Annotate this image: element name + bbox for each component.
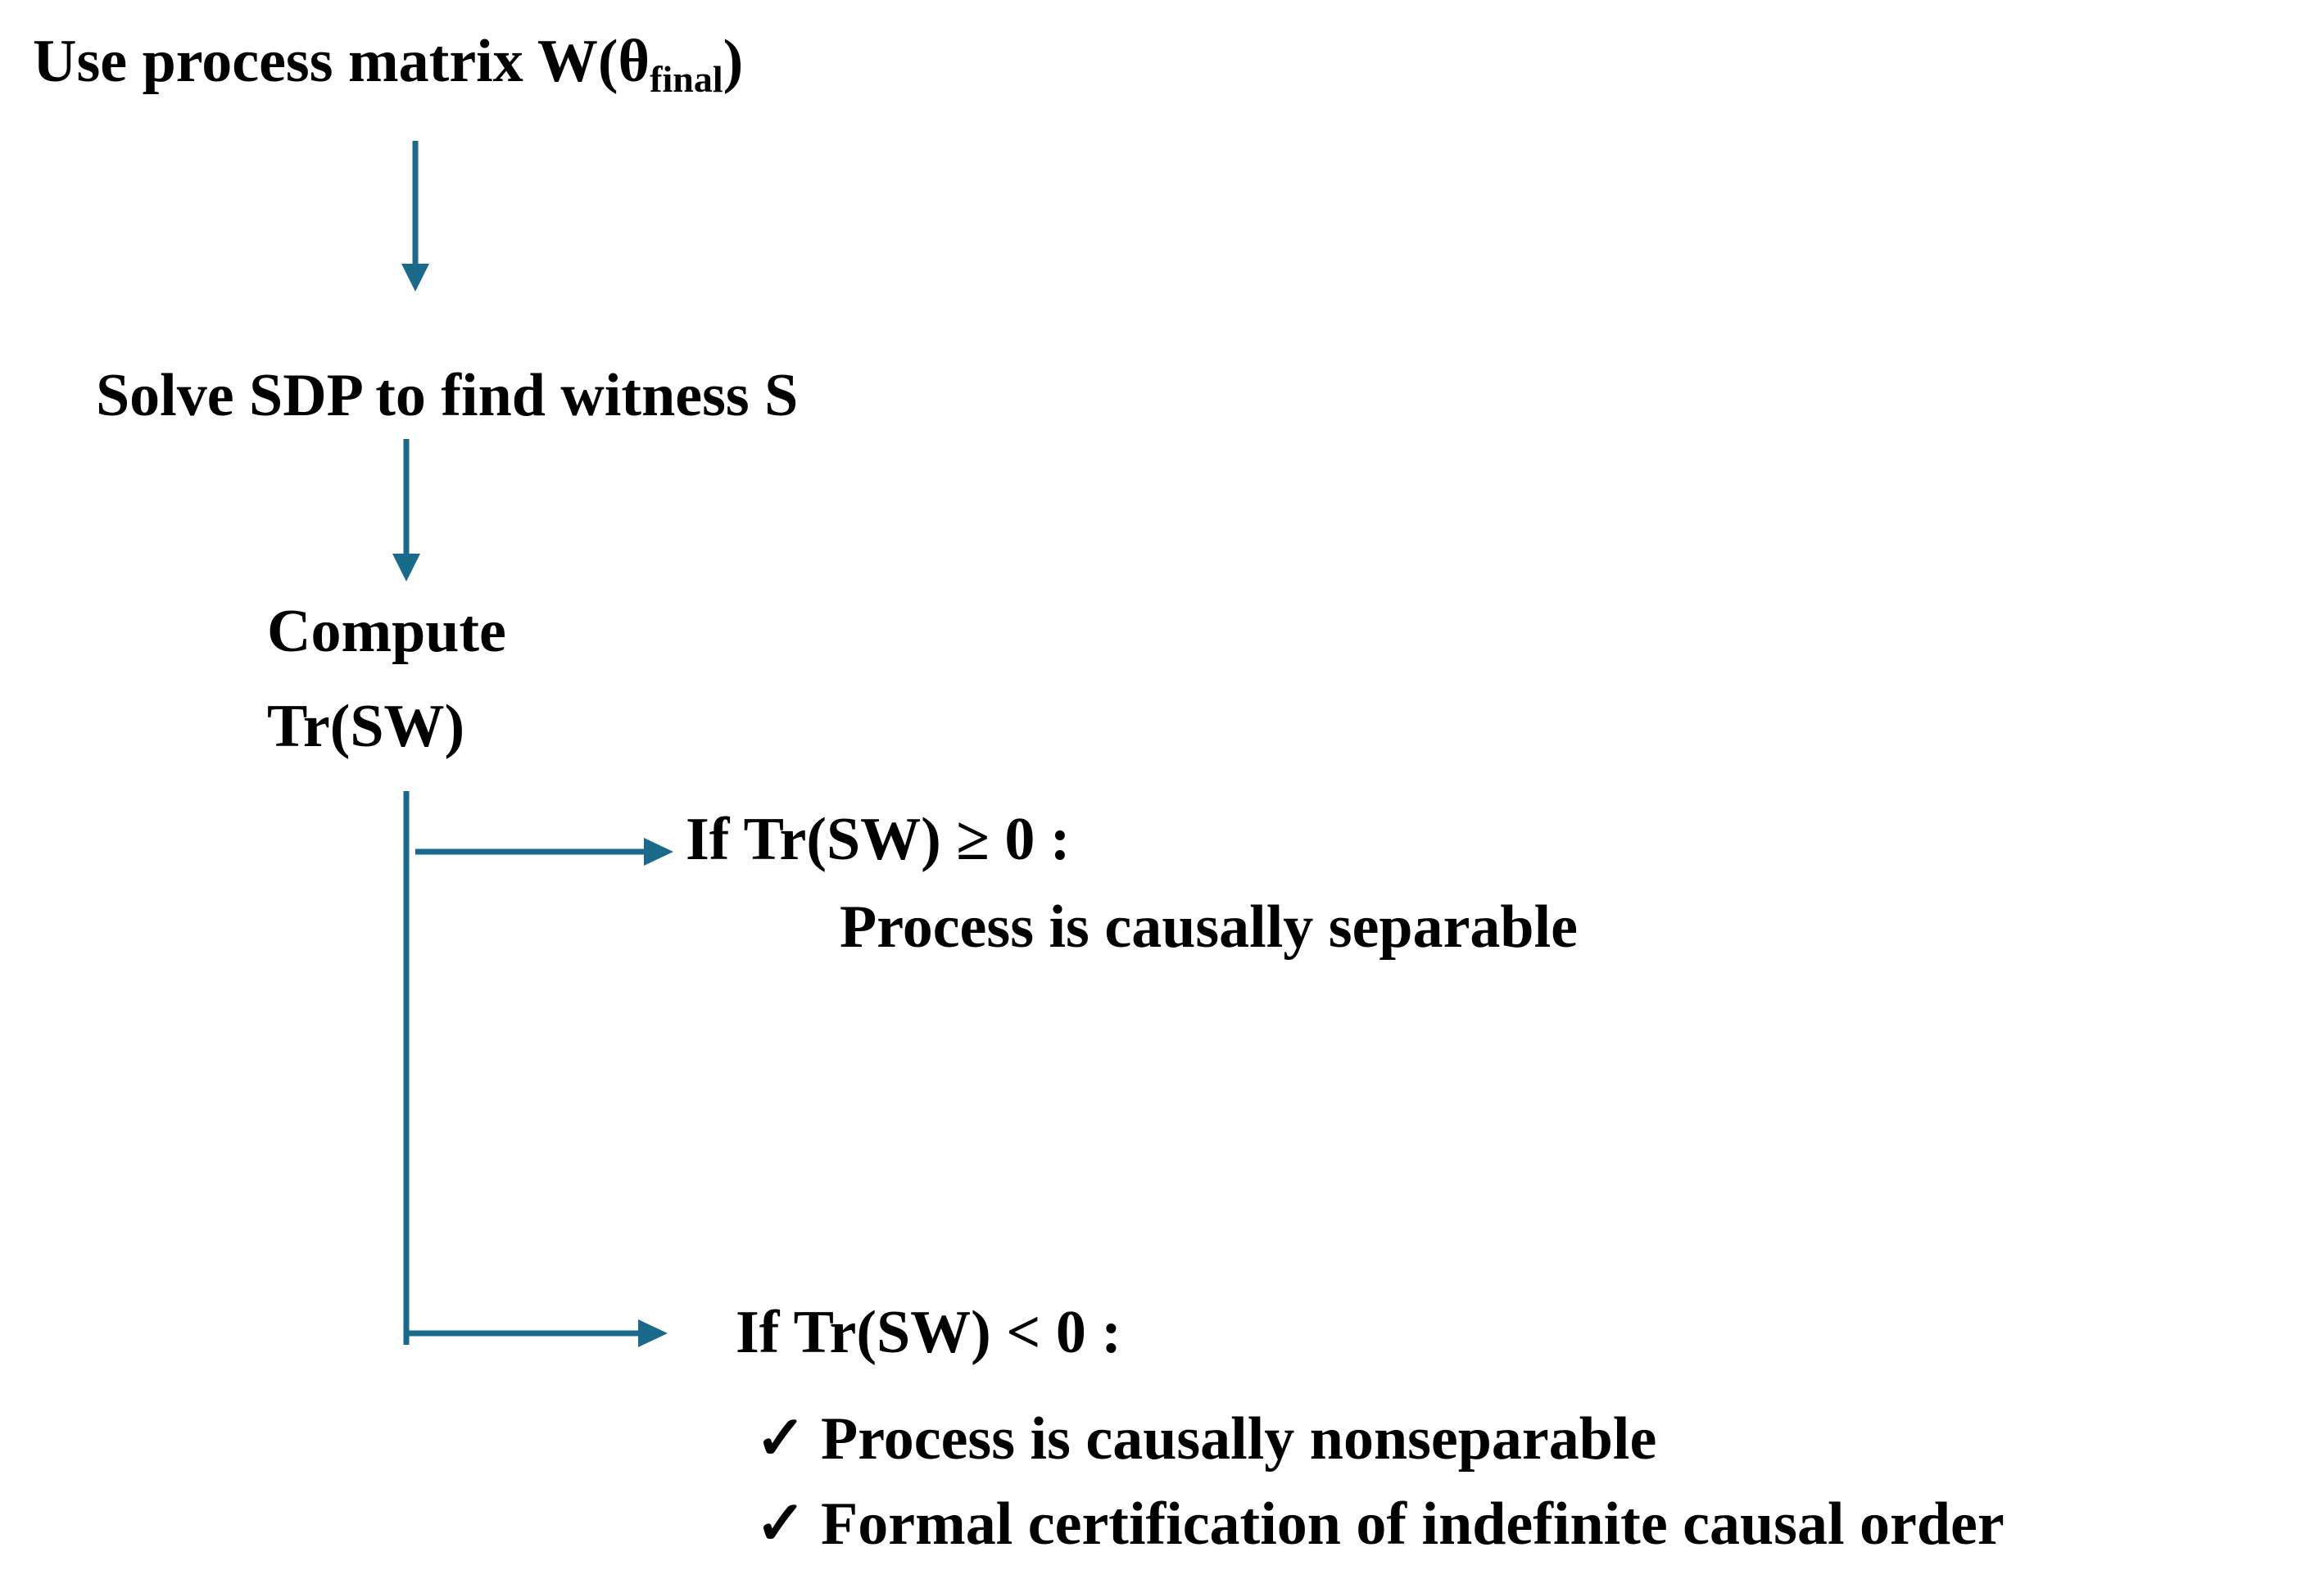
arrowhead-right-2: [638, 1319, 668, 1347]
arrowhead-down-1: [401, 264, 429, 292]
branch-negative-condition: If Tr(SW) < 0 :: [736, 1299, 1122, 1366]
step-solve-sdp: Solve SDP to find witness S: [96, 362, 799, 429]
result-text: Process is causally nonseparable: [821, 1405, 1657, 1473]
check-icon: ✓: [755, 1491, 807, 1558]
branch-negative-result-2: ✓Formal certification of indefinite caus…: [755, 1494, 2005, 1554]
arrowhead-right-1: [644, 838, 673, 866]
result-text: Formal certification of indefinite causa…: [821, 1491, 2005, 1558]
check-icon: ✓: [755, 1405, 807, 1473]
branch-nonnegative-result: Process is causally separable: [840, 894, 1578, 961]
step1-subscript: final: [650, 57, 723, 100]
branch-nonnegative-condition: If Tr(SW) ≥ 0 :: [686, 806, 1071, 873]
step1-text: Use process matrix W(θ: [33, 28, 650, 95]
branch-negative-result-1: ✓Process is causally nonseparable: [755, 1409, 1656, 1469]
step-compute-line1: Compute: [267, 598, 506, 665]
step1-suffix: ): [723, 28, 744, 95]
arrowhead-down-2: [392, 554, 420, 581]
step-compute-line2: Tr(SW): [267, 693, 465, 760]
step-use-process-matrix: Use process matrix W(θfinal): [33, 28, 744, 97]
